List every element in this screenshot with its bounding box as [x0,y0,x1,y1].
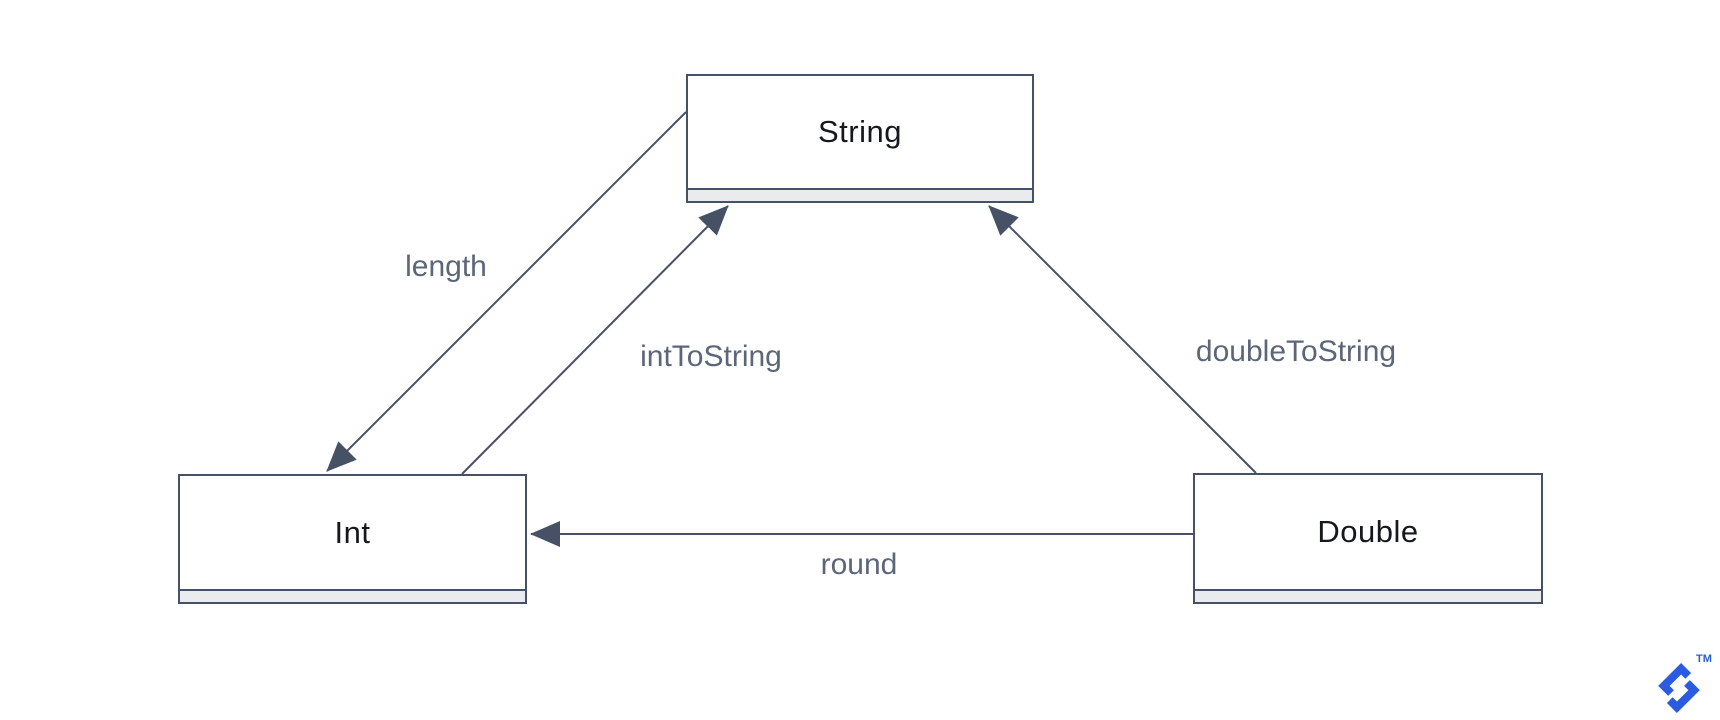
edge-label-intToString: intToString [640,340,782,373]
node-string-compartment [688,188,1032,201]
node-double-label: Double [1317,514,1419,549]
node-double: Double [1193,473,1543,604]
node-int: Int [178,474,527,604]
edge-label-length: length [405,250,487,283]
edge-length-arrow [326,111,687,472]
edge-doubleToString-arrow [988,205,1257,474]
edge-intToString-arrow [461,205,729,475]
edge-label-round: round [820,548,898,581]
trademark-text: TM [1696,653,1712,665]
node-string: String [686,74,1034,203]
node-string-label: String [818,114,902,149]
toptal-logo: TM [1652,650,1720,720]
edge-label-doubleToString: doubleToString [1195,335,1397,368]
toptal-logo-icon [1658,663,1700,713]
node-int-compartment [180,589,525,602]
node-int-label: Int [334,514,371,550]
node-double-compartment [1195,589,1541,602]
